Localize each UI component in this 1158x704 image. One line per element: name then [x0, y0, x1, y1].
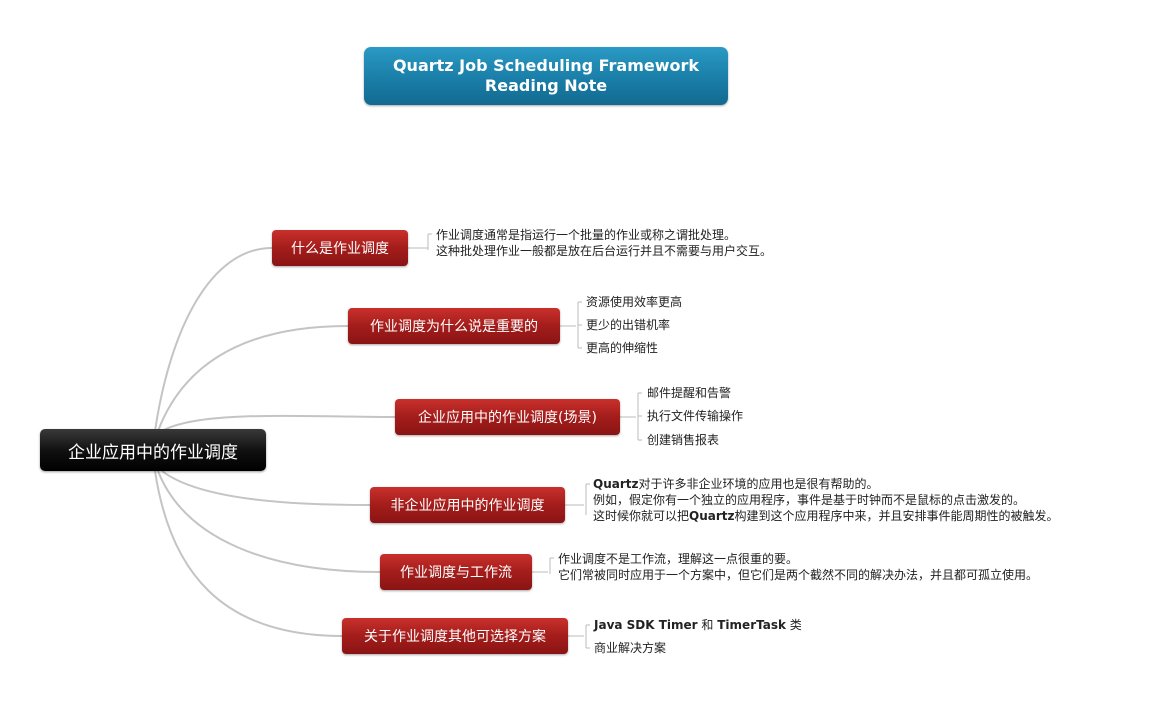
- leaf-item[interactable]: 商业解决方案: [594, 641, 667, 655]
- note-what-is-job-scheduling: 作业调度通常是指运行一个批量的作业或称之谓批处理。 这种批处理作业一般都是放在后…: [436, 227, 772, 259]
- title-line-2: Reading Note: [484, 76, 608, 95]
- branch-enterprise-scenarios[interactable]: 企业应用中的作业调度(场景): [395, 399, 620, 435]
- branch-label: 企业应用中的作业调度(场景): [418, 410, 597, 426]
- branch-label: 作业调度为什么说是重要的: [370, 319, 538, 335]
- note-line: 这种批处理作业一般都是放在后台运行并且不需要与用户交互。: [436, 244, 773, 258]
- branch-what-is-job-scheduling[interactable]: 什么是作业调度: [272, 230, 408, 266]
- note-line: Quartz对于许多非企业环境的应用也是很有帮助的。: [593, 476, 1059, 492]
- branch-alternatives[interactable]: 关于作业调度其他可选择方案: [342, 618, 568, 654]
- note-text: 对于许多非企业环境的应用也是很有帮助的。: [638, 477, 879, 491]
- root-topic[interactable]: 企业应用中的作业调度: [40, 429, 266, 471]
- note-non-enterprise: Quartz对于许多非企业环境的应用也是很有帮助的。 例如，假定你有一个独立的应…: [593, 476, 1059, 524]
- note-line: 作业调度不是工作流，理解这一点很重的要。: [558, 552, 799, 566]
- branch-label: 关于作业调度其他可选择方案: [364, 629, 546, 645]
- note-bold: Quartz: [593, 477, 639, 491]
- note-scheduling-vs-workflow: 作业调度不是工作流，理解这一点很重的要。 它们常被同时应用于一个方案中，但它们是…: [558, 551, 1038, 583]
- branch-why-important[interactable]: 作业调度为什么说是重要的: [348, 308, 560, 344]
- leaf-item[interactable]: 更少的出错机率: [586, 318, 671, 332]
- leaf-item[interactable]: 邮件提醒和告警: [647, 386, 732, 400]
- leaf-item[interactable]: 执行文件传输操作: [647, 409, 744, 423]
- leaf-item[interactable]: 资源使用效率更高: [586, 295, 683, 309]
- leaf-item-java-timer[interactable]: Java SDK Timer 和 TimerTask 类: [594, 617, 802, 633]
- leaf-item[interactable]: 更高的伸缩性: [586, 341, 659, 355]
- title-line-1: Quartz Job Scheduling Framework: [392, 56, 700, 75]
- note-bold: Quartz: [689, 509, 735, 523]
- branch-label: 非企业应用中的作业调度: [390, 498, 545, 514]
- mindmap-title[interactable]: Quartz Job Scheduling Framework Reading …: [364, 47, 728, 105]
- note-line: 它们常被同时应用于一个方案中，但它们是两个截然不同的解决办法，并且都可孤立使用。: [558, 568, 1039, 582]
- note-text: 例如，假定你有一个独立的应用程序，事件是基于时钟而不是鼠标的点击激发的。: [593, 493, 1026, 507]
- branch-scheduling-vs-workflow[interactable]: 作业调度与工作流: [380, 554, 532, 590]
- leaf-item[interactable]: 创建销售报表: [647, 433, 720, 447]
- note-text: 这时候你就可以把: [593, 509, 690, 523]
- leaf-text: 类: [785, 618, 802, 632]
- note-line: 这时候你就可以把Quartz构建到这个应用程序中来，并且安排事件能周期性的被触发…: [593, 508, 1059, 524]
- note-line: 作业调度通常是指运行一个批量的作业或称之谓批处理。: [436, 228, 737, 242]
- leaf-text: 和: [697, 618, 718, 632]
- note-text: 构建到这个应用程序中来，并且安排事件能周期性的被触发。: [734, 509, 1059, 523]
- root-topic-label: 企业应用中的作业调度: [68, 442, 238, 463]
- note-line: 例如，假定你有一个独立的应用程序，事件是基于时钟而不是鼠标的点击激发的。: [593, 492, 1059, 508]
- leaf-bold: TimerTask: [717, 618, 786, 632]
- branch-label: 什么是作业调度: [291, 241, 389, 257]
- branch-label: 作业调度与工作流: [400, 565, 512, 581]
- branch-non-enterprise[interactable]: 非企业应用中的作业调度: [370, 487, 565, 523]
- leaf-bold: Java SDK Timer: [594, 618, 698, 632]
